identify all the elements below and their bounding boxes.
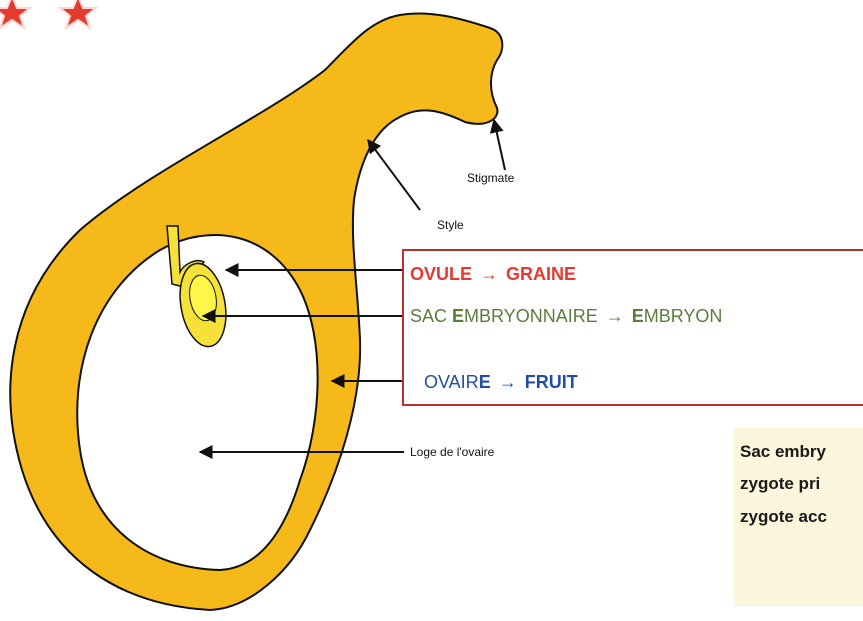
label-style: Style — [437, 218, 464, 232]
note-line: zygote pri — [740, 474, 820, 494]
label-loge: Loge de l'ovaire — [410, 445, 494, 459]
note-line: Sac embry — [740, 442, 826, 462]
star-icon — [0, 0, 30, 28]
ovaire-e: E — [479, 372, 491, 392]
arrow-right-icon: → — [499, 372, 517, 392]
sac-e: E — [452, 306, 464, 326]
row-sac-embryon: SAC EMBRYONNAIRE→EMBRYON — [410, 306, 722, 327]
arrow-stigmate — [494, 120, 505, 170]
label-stigmate: Stigmate — [467, 171, 514, 185]
ovaire-prefix: OVAIR — [424, 372, 479, 392]
embryon-rest: MBRYON — [644, 306, 723, 326]
arrow-right-icon: → — [480, 264, 498, 284]
embryon-e: E — [632, 306, 644, 326]
sac-rest: MBRYONNAIRE — [464, 306, 598, 326]
arrow-right-icon: → — [606, 306, 624, 326]
graine-term: GRAINE — [506, 264, 576, 284]
row-ovaire-fruit: OVAIRE → FRUIT — [424, 372, 578, 393]
fruit-term: FRUIT — [525, 372, 578, 392]
transformation-box: OVULE→GRAINE SAC EMBRYONNAIRE→EMBRYON OV… — [402, 249, 863, 406]
sac-prefix: SAC — [410, 306, 452, 326]
note-line: zygote acc — [740, 507, 827, 527]
ovule-term: OVULE — [410, 264, 472, 284]
note-box: Sac embry zygote pri zygote acc — [734, 428, 863, 606]
row-ovule-graine: OVULE → GRAINE — [410, 264, 576, 285]
arrow-style — [368, 140, 420, 210]
star-icon — [60, 0, 96, 28]
